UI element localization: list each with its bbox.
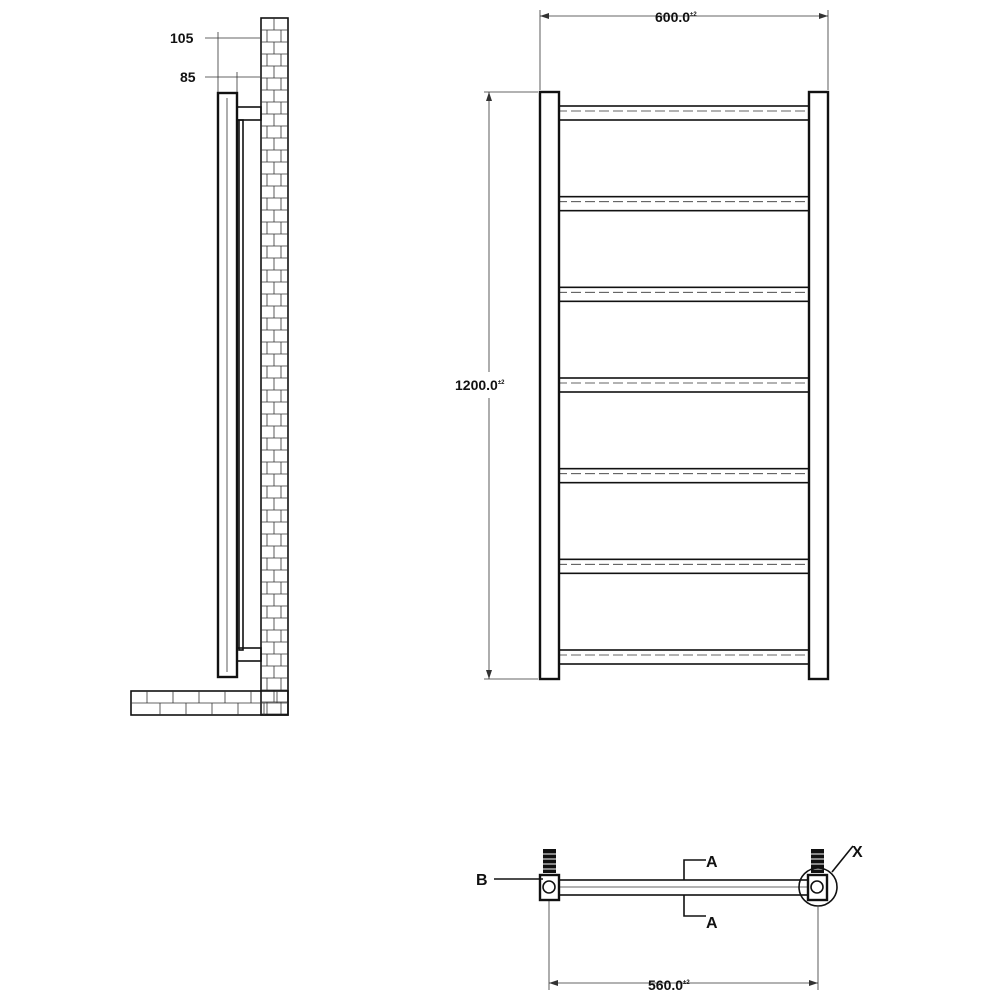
plan-view: A A B X 560.0±2 — [476, 844, 863, 993]
dim-560-label: 560.0±2 — [648, 977, 690, 993]
front-rail — [556, 377, 811, 393]
front-rail — [556, 286, 811, 303]
valve-stem-right — [811, 849, 824, 873]
dim-560-arrow-right — [809, 980, 818, 986]
front-rail — [556, 558, 811, 575]
side-view: 105 85 — [130, 17, 289, 716]
callout-a-bottom: A — [706, 915, 718, 932]
dim-85-label: 85 — [180, 69, 196, 85]
side-bracket-top — [236, 106, 262, 121]
dim-600-arrow-right — [819, 13, 828, 19]
section-a-marker-top — [683, 859, 706, 880]
valve-port-left — [542, 880, 556, 894]
callout-a-top: A — [706, 854, 718, 871]
dim-560-arrow-left — [549, 980, 558, 986]
front-rail — [556, 195, 811, 212]
detail-x-circle — [798, 867, 838, 907]
front-rail — [556, 467, 811, 484]
side-rail-profile — [238, 119, 244, 651]
front-rail — [556, 649, 811, 665]
valve-stem-left — [543, 849, 556, 873]
dim-600-arrow-left — [540, 13, 549, 19]
front-upright-left — [538, 90, 561, 681]
brick-wall-vertical — [260, 17, 289, 716]
callout-x-leader — [831, 845, 854, 873]
section-a-marker-bottom — [683, 895, 706, 917]
callout-x: X — [852, 844, 863, 861]
valve-port-right — [810, 880, 824, 894]
front-upright-right — [807, 90, 830, 681]
side-radiator-outer — [216, 91, 239, 679]
front-rails — [556, 105, 811, 665]
valve-body-left — [538, 873, 561, 902]
plan-rail — [557, 879, 811, 896]
dim-105-label: 105 — [170, 30, 194, 46]
dim-1200-arrow-bottom — [486, 670, 492, 679]
callout-b: B — [476, 872, 488, 889]
dim-600-label: 600.0±2 — [655, 9, 697, 25]
side-bracket-bottom — [236, 647, 262, 662]
brick-wall-floor — [130, 690, 289, 716]
valve-body-right — [806, 873, 829, 902]
front-view: 600.0±2 1200.0±2 — [455, 9, 830, 681]
front-rail — [556, 105, 811, 121]
dim-1200-arrow-top — [486, 92, 492, 101]
dim-1200-label: 1200.0±2 — [455, 377, 505, 393]
